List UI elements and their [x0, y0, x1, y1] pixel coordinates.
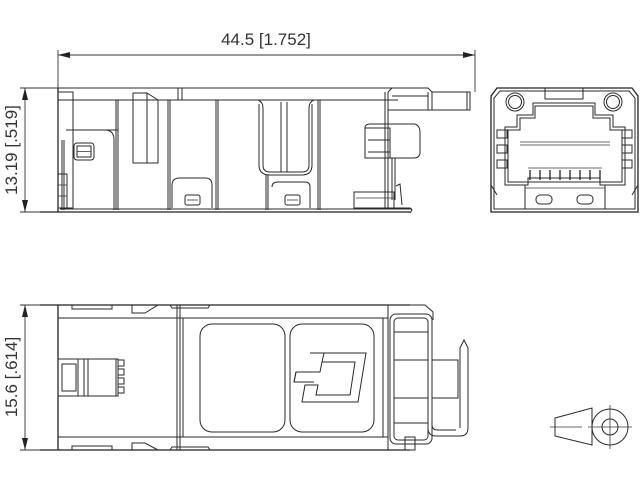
length-dimension: 44.5 [1.752]: [57, 30, 476, 92]
length-dimension-label: 44.5 [1.752]: [221, 30, 311, 49]
top-width-dimension-label: 15.6 [.614]: [2, 337, 21, 417]
top-view: [40, 304, 469, 451]
projection-symbol: [550, 405, 632, 449]
side-view: [40, 87, 471, 214]
top-width-dimension: 15.6 [.614]: [2, 304, 58, 451]
side-height-dimension-label: 13.19 [.519]: [2, 105, 21, 195]
front-view: [490, 87, 639, 213]
contact-pins: [528, 167, 602, 180]
stylized-hook-logo: [293, 352, 367, 403]
side-height-dimension: 13.19 [.519]: [2, 87, 58, 213]
